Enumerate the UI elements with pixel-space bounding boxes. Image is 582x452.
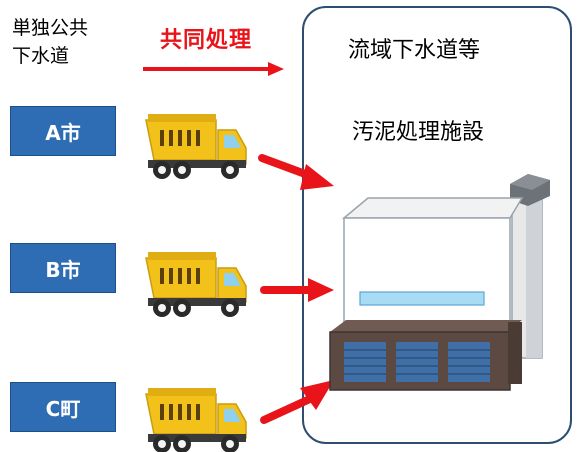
municipality-b-box: B市 (10, 243, 116, 293)
sludge-plant-building-icon (329, 174, 550, 391)
standalone-sewer-label: 単独公共 下水道 (12, 14, 88, 70)
truck-a-icon (145, 113, 247, 180)
joint-processing-arrow (143, 62, 284, 76)
municipality-c-label: C町 (45, 396, 81, 421)
arrow-c (260, 380, 334, 424)
municipality-b-label: B市 (45, 257, 81, 282)
standalone-sewer-label-line-2: 下水道 (12, 45, 70, 67)
arrow-a (258, 154, 334, 190)
facility-title: 流域下水道等 (348, 38, 481, 63)
municipality-c-box: C町 (10, 382, 116, 432)
truck-b-icon (145, 251, 247, 318)
truck-c-icon (145, 387, 247, 452)
arrow-b (260, 278, 334, 302)
standalone-sewer-label-line-1: 単独公共 (12, 17, 89, 39)
joint-processing-label: 共同処理 (160, 28, 253, 53)
municipality-a-label: A市 (45, 120, 81, 145)
municipality-a-box: A市 (10, 106, 116, 156)
sludge-plant-title: 汚泥処理施設 (352, 120, 485, 145)
